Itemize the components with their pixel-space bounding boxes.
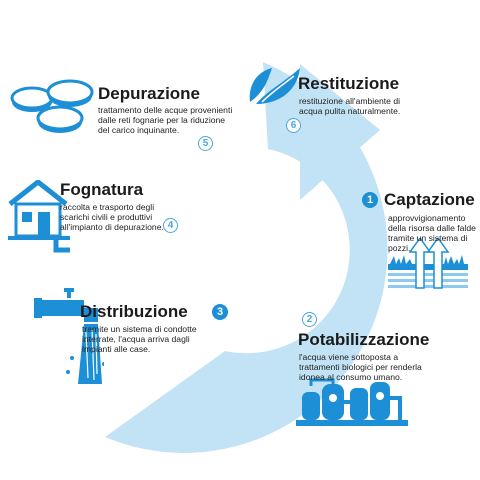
step-number-3: 3	[212, 304, 228, 320]
treatment-plant-icon	[296, 378, 408, 426]
step-desc-restituzione: restituzione all'ambiente di acqua pulit…	[299, 96, 401, 116]
cycle-arrow-head	[300, 64, 380, 200]
step-number-2: 2	[302, 312, 317, 327]
step-desc-distribuzione: tramite un sistema di condotte interrate…	[82, 324, 197, 354]
step-number-1: 1	[362, 192, 378, 208]
well-arrows-icon	[388, 238, 468, 289]
step-desc-captazione: approvvigionamento della risorsa dalle f…	[388, 213, 476, 253]
purification-tanks-icon	[10, 79, 94, 133]
step-desc-fognatura: raccolta e trasporto degli scarichi civi…	[60, 202, 164, 232]
step-number-6: 6	[286, 118, 301, 133]
step-title-fognatura: Fognatura	[60, 180, 144, 199]
step-number-4: 4	[163, 218, 178, 233]
step-title-restituzione: Restituzione	[298, 74, 400, 93]
step-title-distribuzione: Distribuzione	[80, 302, 188, 321]
step-title-captazione: Captazione	[384, 190, 475, 209]
faucet-icon	[34, 288, 104, 384]
step-title-potabilizzazione: Potabilizzazione	[298, 330, 430, 349]
house-sewer-icon	[8, 180, 70, 253]
step-desc-potabilizzazione: l'acqua viene sottoposta a trattamenti b…	[299, 352, 422, 382]
step-desc-depurazione: trattamento delle acque provenienti dall…	[98, 105, 233, 135]
step-number-5: 5	[198, 136, 213, 151]
step-title-depurazione: Depurazione	[98, 84, 201, 103]
leaves-icon	[249, 68, 300, 104]
